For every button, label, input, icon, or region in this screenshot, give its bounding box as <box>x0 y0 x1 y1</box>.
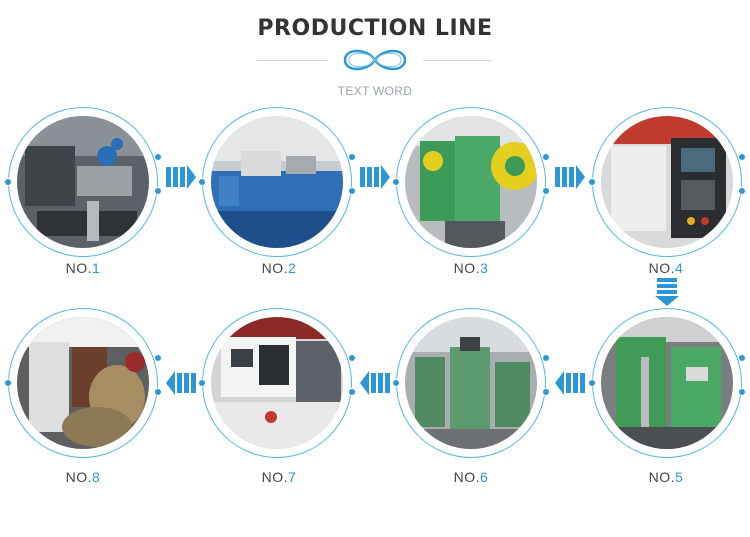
connector-dot <box>392 178 400 186</box>
page-title: PRODUCTION LINE <box>257 16 493 41</box>
step-photo-punch-press <box>405 116 537 248</box>
connector-dot <box>738 187 746 195</box>
step-7 <box>198 308 356 458</box>
step-label-prefix: NO. <box>261 260 289 276</box>
step-label-number: 6 <box>480 469 489 485</box>
step-label-4: NO.4 <box>606 260 726 276</box>
step-photo-blue-lathe <box>211 116 343 248</box>
title-divider-right <box>423 60 493 61</box>
step-label-number: 5 <box>675 469 684 485</box>
connector-dot <box>154 187 162 195</box>
connector-dot <box>4 178 12 186</box>
connector-dot <box>392 379 400 387</box>
step-label-5: NO.5 <box>606 469 726 485</box>
step-label-2: NO.2 <box>219 260 339 276</box>
step-label-number: 8 <box>92 469 101 485</box>
step-label-6: NO.6 <box>411 469 531 485</box>
triple-chevron-left-icon <box>555 371 585 395</box>
triple-chevron-right-icon <box>360 165 390 189</box>
connector-dot <box>154 388 162 396</box>
connector-dot <box>542 187 550 195</box>
step-5 <box>588 308 746 458</box>
step-6 <box>392 308 550 458</box>
step-photo-forming-machine <box>601 317 733 449</box>
connector-dot <box>198 178 206 186</box>
step-8 <box>4 308 162 458</box>
triple-chevron-right-icon <box>166 165 196 189</box>
step-label-number: 3 <box>480 260 489 276</box>
step-label-number: 4 <box>675 260 684 276</box>
connector-dot <box>348 388 356 396</box>
page-subtitle: TEXT WORD <box>337 84 413 98</box>
triple-chevron-left-icon <box>360 371 390 395</box>
step-label-prefix: NO. <box>65 260 93 276</box>
connector-dot <box>348 187 356 195</box>
step-4 <box>588 107 746 257</box>
connector-dot <box>348 354 356 362</box>
step-label-prefix: NO. <box>648 469 676 485</box>
step-label-number: 7 <box>288 469 297 485</box>
step-photo-cnc-panel <box>601 116 733 248</box>
connector-dot <box>738 354 746 362</box>
step-label-prefix: NO. <box>648 260 676 276</box>
connector-dot <box>738 153 746 161</box>
connector-dot <box>154 354 162 362</box>
step-3 <box>392 107 550 257</box>
step-1 <box>4 107 162 257</box>
step-label-number: 1 <box>92 260 101 276</box>
step-label-3: NO.3 <box>411 260 531 276</box>
step-label-prefix: NO. <box>453 260 481 276</box>
step-label-number: 2 <box>288 260 297 276</box>
triple-chevron-left-icon <box>166 371 196 395</box>
triple-chevron-right-icon <box>555 165 585 189</box>
connector-dot <box>4 379 12 387</box>
step-photo-milling-workshop <box>405 317 537 449</box>
step-label-8: NO.8 <box>23 469 143 485</box>
step-label-7: NO.7 <box>219 469 339 485</box>
step-label-prefix: NO. <box>65 469 93 485</box>
step-label-prefix: NO. <box>261 469 289 485</box>
step-photo-lathe-closeup <box>17 116 149 248</box>
step-label-1: NO.1 <box>23 260 143 276</box>
title-divider-left <box>257 60 327 61</box>
step-label-prefix: NO. <box>453 469 481 485</box>
connector-dot <box>738 388 746 396</box>
connector-dot <box>198 379 206 387</box>
triple-chevron-down-icon <box>655 278 679 306</box>
step-2 <box>198 107 356 257</box>
connector-dot <box>154 153 162 161</box>
connector-dot <box>588 178 596 186</box>
connector-dot <box>588 379 596 387</box>
infinity-icon <box>339 46 411 74</box>
step-photo-cnc-lathe <box>211 317 343 449</box>
connector-dot <box>542 354 550 362</box>
connector-dot <box>542 153 550 161</box>
connector-dot <box>348 153 356 161</box>
step-photo-packaging <box>17 317 149 449</box>
connector-dot <box>542 388 550 396</box>
